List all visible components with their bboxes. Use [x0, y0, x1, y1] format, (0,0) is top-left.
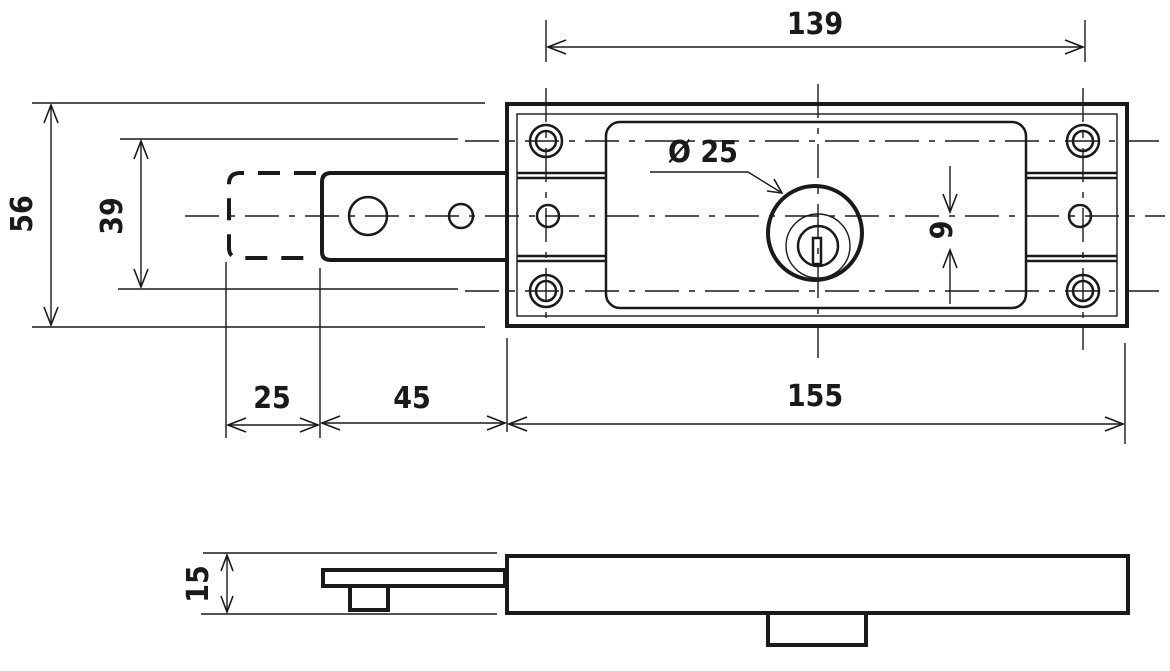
side-cylinder — [766, 611, 868, 647]
cover-plate — [604, 120, 1028, 310]
bolt-rails — [517, 171, 1117, 263]
bolt — [320, 171, 505, 262]
dim-overall-height: 56 — [5, 195, 40, 233]
side-bolt-tab — [348, 584, 390, 612]
dim-bolt-length: 45 — [393, 381, 431, 416]
lock-body-inner-outline — [516, 113, 1118, 317]
dim-bolt-throw: 25 — [253, 381, 291, 416]
center-lines — [185, 84, 1165, 360]
side-body — [505, 554, 1130, 615]
dim-top-width: 139 — [787, 7, 843, 42]
side-bolt — [321, 568, 507, 588]
lock-body-outline — [505, 102, 1129, 328]
dim-cylinder-offset: 6 — [922, 221, 957, 240]
side-view — [201, 552, 1130, 647]
front-view — [185, 84, 1165, 360]
dim-bolt-height: 39 — [95, 197, 130, 235]
dim-body-length: 155 — [787, 379, 843, 414]
dim-cylinder-diameter: Ø 25 — [668, 135, 738, 170]
lock-cylinder — [766, 184, 864, 282]
dimension-labels: 139 56 39 Ø 25 6 25 45 155 15 — [5, 7, 957, 603]
dimension-lines — [32, 20, 1126, 444]
dim-depth: 15 — [181, 565, 216, 603]
